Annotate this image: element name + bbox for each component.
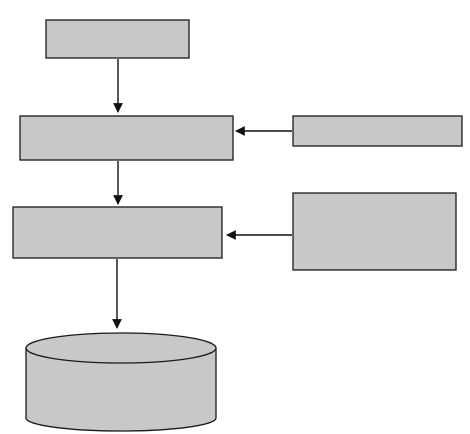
- box-middle: [19, 115, 234, 161]
- database-body: [25, 348, 217, 432]
- nodes-layer: [12, 19, 463, 432]
- box-right-lower: [292, 192, 457, 271]
- database-top: [25, 332, 217, 364]
- edges-layer: [112, 59, 292, 329]
- database: [25, 332, 217, 432]
- box-top: [45, 19, 190, 59]
- box-lower: [12, 206, 223, 259]
- box-right-upper: [292, 115, 463, 147]
